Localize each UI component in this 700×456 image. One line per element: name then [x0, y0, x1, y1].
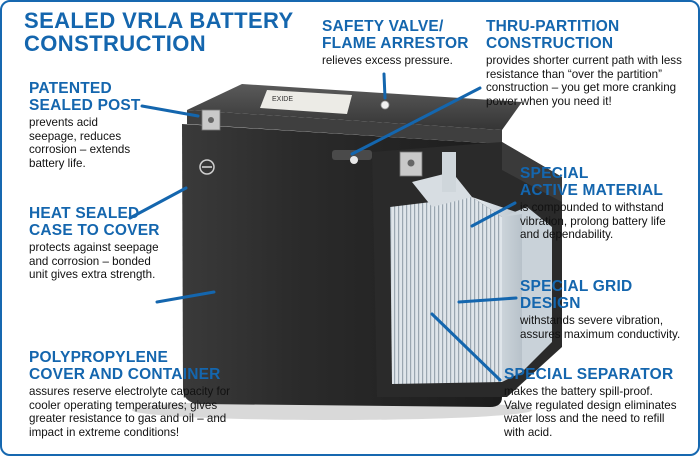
battery-partition-top: [502, 142, 562, 202]
callout-text: provides shorter current path with less …: [486, 54, 682, 108]
callout-grid-design: SPECIAL GRID DESIGN withstands severe vi…: [520, 278, 696, 341]
callout-heading: SPECIAL GRID DESIGN: [520, 278, 633, 312]
leader-safety-valve: [382, 72, 387, 100]
callout-polypropylene: POLYPROPYLENE COVER AND CONTAINER assure…: [29, 349, 269, 439]
callout-thru-partition: THRU-PARTITION CONSTRUCTION provides sho…: [486, 18, 696, 108]
callout-separator: SPECIAL SEPARATOR makes the battery spil…: [504, 366, 696, 439]
leader-polypropylene: [155, 290, 216, 304]
callout-text: relieves excess pressure.: [322, 54, 453, 67]
callout-heading: HEAT SEALED CASE TO COVER: [29, 205, 160, 239]
leader-heat-sealed: [128, 186, 188, 220]
callout-heading: SPECIAL SEPARATOR: [504, 366, 674, 383]
title-line-2: CONSTRUCTION: [24, 31, 207, 56]
callout-sealed-post: PATENTED SEALED POST prevents acid seepa…: [29, 80, 179, 170]
leader-sealed-post: [140, 104, 200, 118]
leader-separator: [430, 312, 502, 382]
battery-label-text: EXIDE: [272, 96, 293, 103]
right-terminal-post: [399, 151, 423, 177]
title-line-1: SEALED VRLA BATTERY: [24, 8, 294, 33]
callout-text: assures reserve electrolyte capacity for…: [29, 385, 231, 439]
negative-terminal-icon: [199, 159, 215, 175]
battery-plates: [390, 197, 502, 384]
callout-text: makes the battery spill-proof. Valve reg…: [504, 385, 677, 439]
page-title: SEALED VRLA BATTERY CONSTRUCTION: [24, 9, 294, 55]
battery-top-label: [260, 90, 352, 114]
callout-text: prevents acid seepage, reduces corrosion…: [29, 116, 131, 170]
callout-safety-valve: SAFETY VALVE/ FLAME ARRESTOR relieves ex…: [322, 18, 472, 68]
callout-heading: POLYPROPYLENE COVER AND CONTAINER: [29, 349, 221, 383]
callout-heading: PATENTED SEALED POST: [29, 80, 141, 114]
left-terminal-post: [201, 109, 221, 131]
safety-valve-icon: [380, 100, 390, 110]
callout-heat-sealed: HEAT SEALED CASE TO COVER protects again…: [29, 205, 189, 282]
vent-cap-icon: [350, 156, 358, 164]
leader-active-material: [470, 201, 517, 228]
battery-separator: [472, 197, 522, 382]
battery-thru-partition-connector: [442, 152, 456, 192]
callout-heading: SPECIAL ACTIVE MATERIAL: [520, 165, 664, 199]
callout-text: protects against seepage and corrosion –…: [29, 241, 159, 282]
callout-text: withstands severe vibration, assures max…: [520, 314, 681, 341]
callout-heading: SAFETY VALVE/ FLAME ARRESTOR: [322, 18, 469, 52]
leader-thru-partition: [350, 86, 482, 156]
battery-cover-rim: [187, 110, 502, 144]
callout-heading: THRU-PARTITION CONSTRUCTION: [486, 18, 620, 52]
callout-text: is compounded to withstand vibration, pr…: [520, 201, 666, 242]
leader-grid-design: [457, 296, 518, 304]
callout-active-material: SPECIAL ACTIVE MATERIAL is compounded to…: [520, 165, 696, 242]
battery-grid-edge: [502, 207, 552, 372]
